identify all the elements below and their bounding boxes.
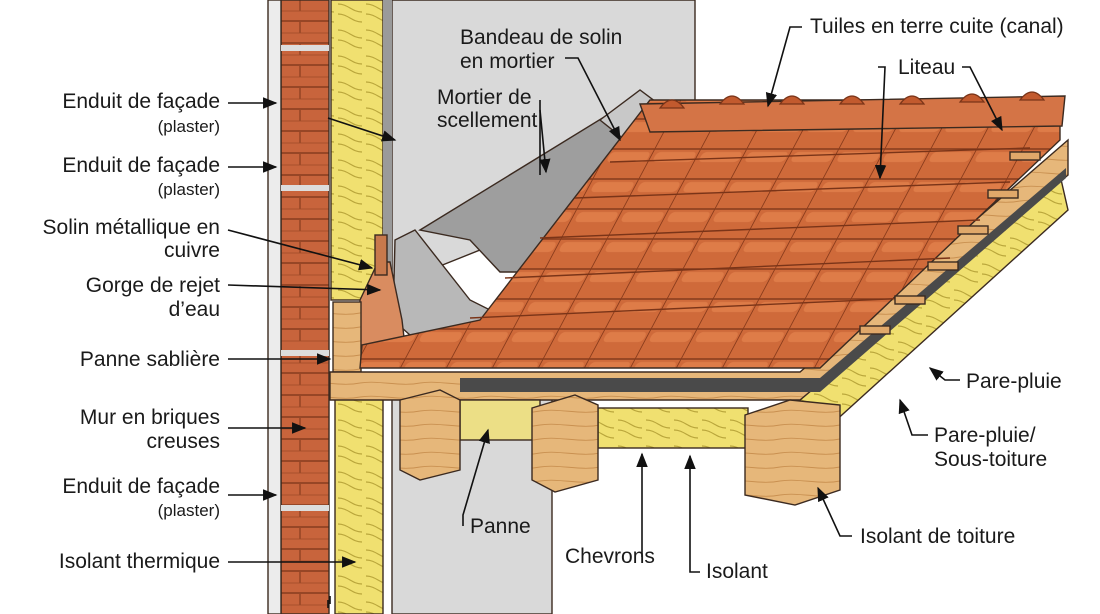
label-gorge-1: Gorge de rejet: [86, 274, 220, 297]
label-enduit-3-sub: (plaster): [158, 501, 220, 520]
label-solin-2: cuivre: [164, 239, 220, 262]
label-solin-1: Solin métallique en: [43, 216, 220, 239]
hollow-brick-wall: [267, 0, 330, 614]
label-liteau: Liteau: [898, 56, 955, 79]
label-enduit-2: Enduit de façade: [62, 154, 220, 177]
label-mortier-1: Mortier de: [437, 86, 532, 109]
label-mortier-2: scellement: [437, 109, 538, 132]
leader-lines: [227, 26, 1003, 608]
labels: Enduit de façade (plaster) Enduit de faç…: [43, 15, 1064, 583]
label-pare-pluie: Pare-pluie: [966, 370, 1062, 393]
label-isolant-toiture: Isolant de toiture: [860, 525, 1015, 548]
label-isolant: Isolant: [706, 560, 768, 583]
label-enduit-1: Enduit de façade: [62, 90, 220, 113]
label-enduit-3: Enduit de façade: [62, 475, 220, 498]
label-pare-pluie-sous-1: Pare-pluie/: [934, 424, 1036, 447]
label-enduit-1-sub: (plaster): [158, 117, 220, 136]
label-mur-2: creuses: [146, 430, 220, 453]
battens: [859, 151, 1041, 335]
wall-plate: [332, 301, 362, 373]
label-tuiles: Tuiles en terre cuite (canal): [810, 15, 1064, 38]
label-panne: Panne: [470, 515, 531, 538]
label-bandeau-1: Bandeau de solin: [460, 26, 622, 49]
purlin-insulation: [459, 399, 749, 449]
label-pare-pluie-sous-2: Sous-toiture: [934, 448, 1047, 471]
label-panne-sabliere: Panne sablière: [80, 348, 220, 371]
label-gorge-2: d’eau: [169, 298, 220, 321]
wall-insulation: [330, 0, 392, 614]
label-chevrons: Chevrons: [565, 545, 655, 568]
rafters: [399, 389, 841, 506]
label-enduit-2-sub: (plaster): [158, 180, 220, 199]
label-bandeau-2: en mortier: [460, 50, 555, 73]
label-isolant-thermique: Isolant thermique: [59, 550, 220, 573]
label-mur-1: Mur en briques: [80, 406, 220, 429]
